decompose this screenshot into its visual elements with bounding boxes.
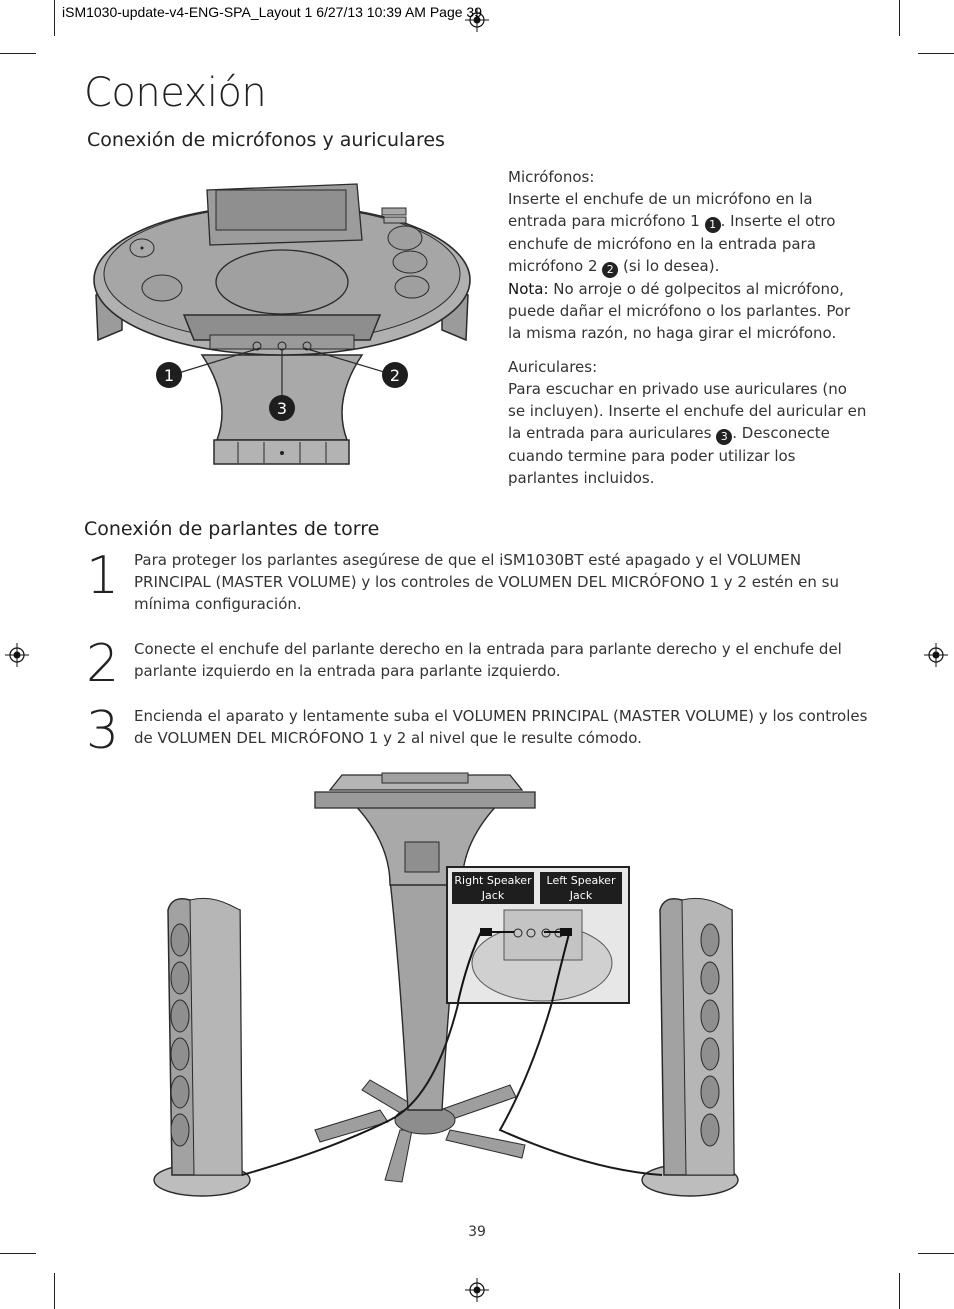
registration-mark-icon (924, 643, 948, 667)
badge-1: 1 (704, 217, 721, 233)
crop-mark (54, 0, 55, 36)
badge-3: 3 (716, 429, 733, 445)
tower-speaker-illustration (153, 772, 739, 1197)
section-heading-towers: Conexión de parlantes de torre (84, 518, 380, 540)
crop-mark (918, 53, 954, 54)
right-speaker-jack-label: Right Speaker Jack (452, 872, 534, 904)
section-heading-mics: Conexión de micrófonos y auriculares (87, 129, 445, 151)
callout-badge-1: 1 (164, 366, 174, 385)
page-number: 39 (468, 1224, 486, 1240)
crop-mark (54, 1273, 55, 1309)
crop-mark (0, 1253, 36, 1254)
mics-text-c: (si lo desea). (618, 257, 720, 275)
registration-mark-icon (5, 643, 29, 667)
note-label: Nota: (508, 280, 549, 298)
note-body: No arroje o dé golpecitos al micrófono, … (508, 280, 851, 342)
mics-label: Micrófonos: (508, 168, 595, 186)
step-text-1: Para proteger los parlantes asegúrese de… (134, 551, 839, 613)
print-slug: iSM1030-update-v4-ENG-SPA_Layout 1 6/27/… (62, 4, 483, 20)
jack-callout-box: Right Speaker Jack Left Speaker Jack (446, 866, 630, 1004)
headphones-paragraph: Auriculares: Para escuchar en privado us… (508, 356, 868, 489)
mics-text-b: . Inserte el otro enchufe de micrófono e… (508, 212, 836, 275)
registration-mark-icon (465, 8, 489, 32)
registration-mark-icon (465, 1278, 489, 1302)
badge-2: 2 (602, 262, 619, 278)
note-text: Nota: No arroje o dé golpecitos al micró… (508, 278, 868, 344)
crop-mark (899, 0, 900, 36)
jack-callout-drawing (457, 909, 613, 1002)
headphones-label: Auriculares: (508, 358, 598, 376)
step-text-3: Encienda el aparato y lentamente suba el… (134, 707, 868, 747)
callout-badge-2: 2 (390, 366, 400, 385)
page-title: Conexión (84, 70, 267, 116)
headphones-text: Para escuchar en privado use auriculares… (508, 378, 868, 489)
step-number-3: 3 (86, 701, 120, 761)
step-number-1: 1 (86, 546, 120, 606)
callout-badge-3: 3 (277, 399, 287, 418)
mics-paragraph: Micrófonos: Inserte el enchufe de un mic… (508, 166, 868, 344)
mics-text: Inserte el enchufe de un micrófono en la… (508, 188, 868, 278)
left-speaker-jack-label: Left Speaker Jack (540, 872, 622, 904)
step-number-2: 2 (86, 634, 120, 694)
step-text-2: Conecte el enchufe del parlante derecho … (134, 640, 842, 680)
crop-mark (918, 1253, 954, 1254)
crop-mark (899, 1273, 900, 1309)
karaoke-top-illustration: 1 2 3 (93, 183, 471, 465)
mics-text-a: Inserte el enchufe de un micrófono en la… (508, 190, 813, 230)
crop-mark (0, 53, 36, 54)
headphones-text-b: . Desconecte cuando termine para poder u… (508, 424, 830, 487)
headphones-text-a: Para escuchar en privado use auriculares… (508, 380, 867, 442)
